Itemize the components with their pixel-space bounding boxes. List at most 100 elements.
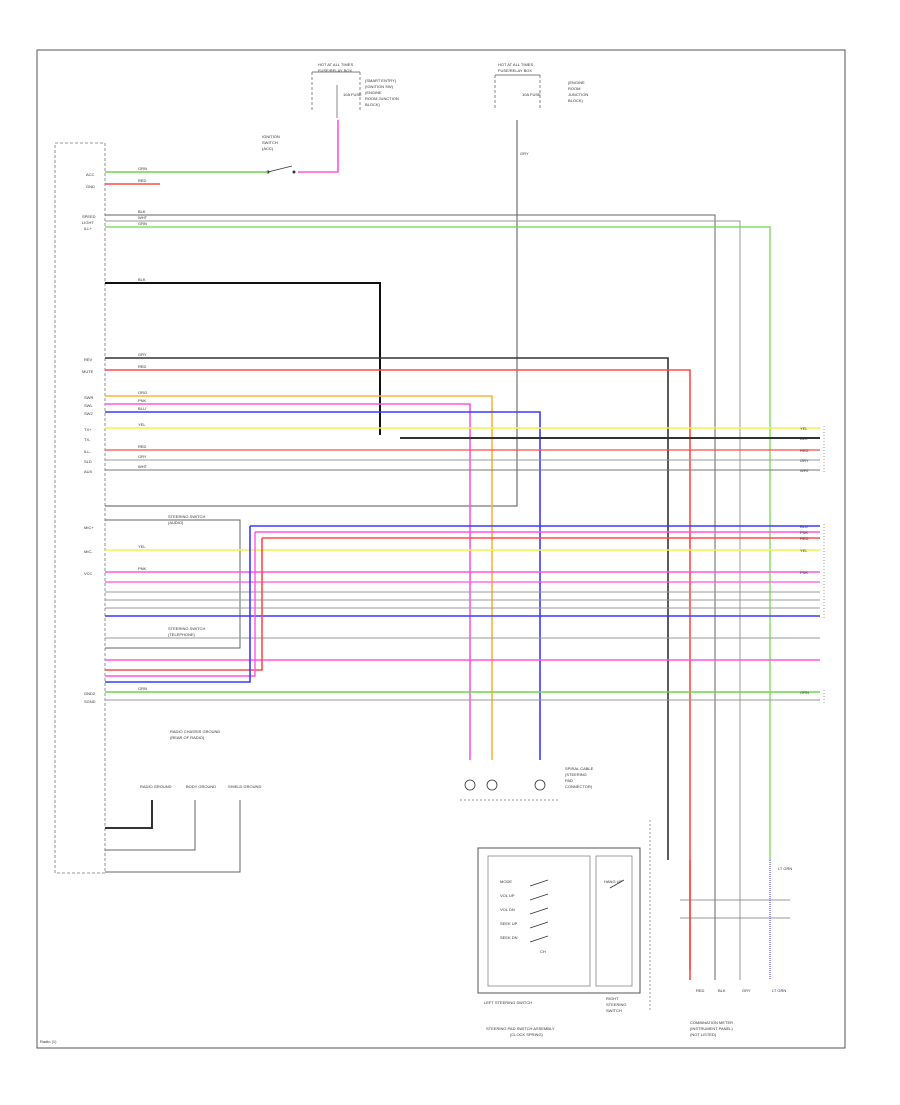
- ground-label-radio: RADIO GROUND: [140, 784, 172, 789]
- fuse-right-note: (ENGINE ROOM JUNCTION BLOCK): [568, 80, 588, 103]
- note-radio-ground: RADIO CHASSIS GROUND (REAR OF RADIO): [170, 729, 220, 740]
- svg-text:PNK: PNK: [800, 570, 809, 575]
- svg-text:GND2: GND2: [84, 691, 96, 696]
- svg-text:VCC: VCC: [84, 571, 93, 576]
- svg-text:BLK: BLK: [800, 436, 808, 441]
- ignition-switch: IGNITION SWITCH (ACC): [262, 134, 296, 174]
- svg-text:(CLOCK SPRING): (CLOCK SPRING): [510, 1032, 544, 1037]
- svg-text:(IGNITION SW): (IGNITION SW): [365, 84, 394, 89]
- svg-text:MIC+: MIC+: [84, 525, 94, 530]
- svg-text:GND: GND: [86, 184, 95, 189]
- svg-text:BLK: BLK: [138, 209, 146, 214]
- fuse-left-fuse: 10A FUSE: [343, 92, 362, 97]
- wire-acc-feed: [298, 120, 339, 173]
- svg-text:RED: RED: [800, 448, 809, 453]
- svg-text:SPEED: SPEED: [82, 214, 96, 219]
- wire-speed: [105, 214, 716, 860]
- svg-text:GRY: GRY: [742, 988, 751, 993]
- svg-text:SPIRAL CABLE: SPIRAL CABLE: [565, 766, 594, 771]
- svg-text:BLOCK): BLOCK): [568, 98, 584, 103]
- svg-text:(REAR OF RADIO): (REAR OF RADIO): [170, 735, 205, 740]
- radio-connector-box: [54, 142, 106, 874]
- wire-shield: [105, 282, 381, 435]
- footer-label: Radio (1): [40, 1039, 57, 1044]
- svg-text:MODE: MODE: [500, 879, 512, 884]
- svg-text:GRN: GRN: [138, 221, 147, 226]
- fuse-right-box: FUSE/RELAY BOX: [498, 68, 532, 73]
- svg-text:GRN: GRN: [138, 166, 147, 171]
- svg-text:ILL-: ILL-: [84, 449, 92, 454]
- fuse-left: HOT AT ALL TIMES FUSE/RELAY BOX 10A FUSE…: [311, 62, 399, 118]
- svg-text:VOL DN: VOL DN: [500, 907, 515, 912]
- svg-text:(ENGINE: (ENGINE: [568, 80, 585, 85]
- combination-meter-connector: RED BLK GRY LT GRN COMBINATION METER (IN…: [649, 820, 790, 1037]
- wire-swl: [105, 403, 471, 760]
- svg-text:REV: REV: [84, 357, 93, 362]
- svg-text:STEERING PAD SWITCH ASSEMBLY: STEERING PAD SWITCH ASSEMBLY: [486, 1026, 555, 1031]
- wire-mic-minus-loop: [105, 532, 256, 677]
- svg-text:TX+: TX+: [84, 427, 92, 432]
- svg-text:BLOCK): BLOCK): [365, 102, 381, 107]
- svg-text:SEEK UP: SEEK UP: [500, 921, 518, 926]
- wire-sw2: [105, 411, 541, 760]
- svg-text:PNK: PNK: [800, 530, 809, 535]
- svg-text:GRY: GRY: [138, 352, 147, 357]
- svg-text:STEERING SWITCH: STEERING SWITCH: [168, 626, 205, 631]
- svg-text:SGND: SGND: [84, 699, 96, 704]
- svg-text:TX-: TX-: [84, 437, 91, 442]
- svg-text:STEERING SWITCH: STEERING SWITCH: [168, 514, 205, 519]
- svg-text:ACC: ACC: [86, 172, 95, 177]
- wire-batt-feed: [105, 120, 518, 507]
- svg-text:YEL: YEL: [138, 422, 146, 427]
- svg-text:ORG: ORG: [138, 390, 147, 395]
- svg-text:GRN: GRN: [800, 690, 809, 695]
- svg-text:GRY: GRY: [520, 151, 529, 156]
- svg-text:VOL UP: VOL UP: [500, 893, 515, 898]
- ground-label-shield: SHIELD GROUND: [228, 784, 261, 789]
- svg-text:HANG UP: HANG UP: [604, 879, 623, 884]
- svg-text:CH: CH: [540, 949, 546, 954]
- svg-text:SWR: SWR: [84, 395, 93, 400]
- fuse-left-note: (SMART ENTRY) (IGNITION SW) (ENGINE ROOM…: [365, 78, 399, 107]
- svg-text:SLD: SLD: [84, 459, 92, 464]
- svg-text:CONNECTOR): CONNECTOR): [565, 784, 593, 789]
- wire-vcc-loop: [105, 538, 263, 671]
- unit-pin-labels: ACC GND SPEED LIGHT ILL+ REV MUTE SWR SW…: [82, 172, 96, 704]
- svg-text:ILL+: ILL+: [84, 226, 93, 231]
- wire-mic-plus-loop: [105, 526, 251, 683]
- svg-text:PAD: PAD: [565, 778, 573, 783]
- diagram-frame: [36, 49, 846, 1049]
- svg-text:RADIO CHASSIS GROUND: RADIO CHASSIS GROUND: [170, 729, 220, 734]
- svg-text:SEEK DN: SEEK DN: [500, 935, 518, 940]
- svg-text:RED: RED: [696, 988, 705, 993]
- svg-text:WHT: WHT: [800, 468, 810, 473]
- svg-text:(STEERING: (STEERING: [565, 772, 587, 777]
- svg-text:COMBINATION METER: COMBINATION METER: [690, 1020, 733, 1025]
- svg-text:ROOM: ROOM: [568, 86, 580, 91]
- svg-text:YEL: YEL: [800, 426, 808, 431]
- svg-text:IGNITION: IGNITION: [262, 134, 280, 139]
- svg-text:SWITCH: SWITCH: [262, 140, 278, 145]
- svg-text:(SMART ENTRY): (SMART ENTRY): [365, 78, 397, 83]
- svg-text:SW2: SW2: [84, 411, 93, 416]
- note-steering-telephone: STEERING SWITCH (TELEPHONE): [168, 626, 205, 637]
- svg-text:WHT: WHT: [138, 464, 148, 469]
- svg-text:(TELEPHONE): (TELEPHONE): [168, 632, 196, 637]
- svg-text:RED: RED: [138, 178, 147, 183]
- fuse-left-title: HOT AT ALL TIMES: [318, 62, 353, 67]
- wire-light: [105, 220, 741, 860]
- ground-label-body: BODY GROUND: [186, 784, 216, 789]
- wire-mic-loop: [105, 519, 241, 649]
- svg-text:SWITCH: SWITCH: [606, 1008, 622, 1013]
- fuse-right-title: HOT AT ALL TIMES: [498, 62, 533, 67]
- svg-text:ROOM JUNCTION: ROOM JUNCTION: [365, 96, 399, 101]
- svg-text:RIGHT: RIGHT: [606, 996, 619, 1001]
- svg-text:(NOT LISTED): (NOT LISTED): [690, 1032, 717, 1037]
- svg-text:(AUDIO): (AUDIO): [168, 520, 184, 525]
- svg-text:GRY: GRY: [138, 454, 147, 459]
- svg-text:RED: RED: [800, 536, 809, 541]
- svg-text:PNK: PNK: [138, 566, 147, 571]
- svg-text:(ACC): (ACC): [262, 146, 274, 151]
- svg-text:LT GRN: LT GRN: [772, 988, 786, 993]
